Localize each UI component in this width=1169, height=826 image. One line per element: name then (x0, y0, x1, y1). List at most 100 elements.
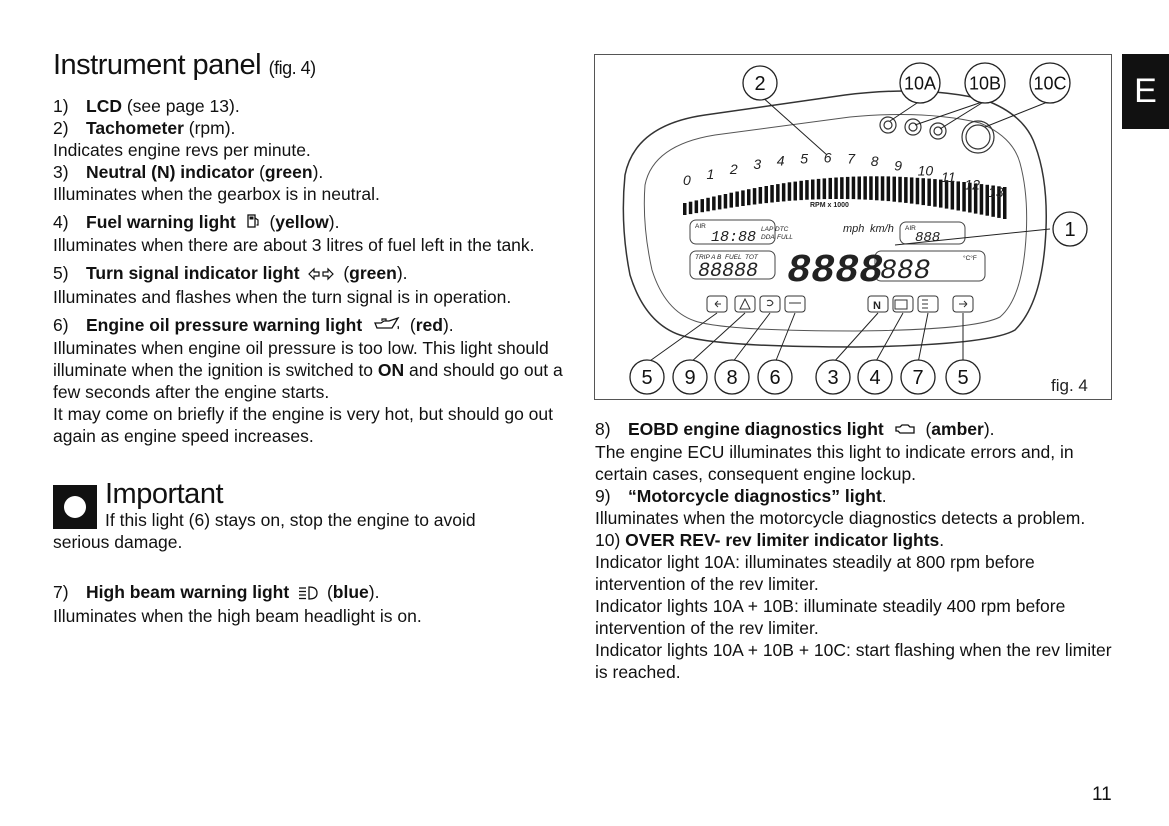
left-column: Instrument panel (fig. 4) 1)LCD (see pag… (53, 48, 583, 627)
tach-bar (851, 176, 856, 200)
tach-bar (1003, 187, 1007, 219)
svg-text:2: 2 (754, 73, 765, 95)
tach-bar (741, 190, 745, 206)
tach-bar (845, 176, 850, 200)
leader-line (889, 100, 921, 122)
callout-8: 8 (714, 359, 750, 395)
rev-limiter-lights (879, 116, 995, 154)
leader-line (759, 94, 828, 156)
svg-text:10C: 10C (1033, 73, 1066, 93)
item-description: Illuminates when there are about 3 litre… (53, 235, 535, 256)
right-column: 8)EOBD engine diagnostics light (amber).… (595, 418, 1120, 683)
tach-bar (886, 176, 891, 202)
important-icon (53, 485, 97, 530)
tach-number: 1 (707, 166, 715, 182)
tach-bar (904, 177, 908, 203)
panel-inner-outline (643, 114, 1028, 332)
tach-bar (787, 182, 792, 201)
list-item: 3)Neutral (N) indicator (green). (53, 162, 324, 182)
list-item: 9)“Motorcycle diagnostics” light. (595, 486, 887, 507)
rpm-label: RPM x 1000 (810, 202, 849, 209)
svg-text:N: N (873, 300, 881, 312)
svg-text:88888: 88888 (698, 260, 758, 283)
callout-6: 6 (757, 359, 793, 395)
callout-3: 3 (815, 359, 851, 395)
tach-bar (793, 181, 797, 201)
svg-text:LAP: LAP (761, 226, 774, 233)
callout-2: 2 (742, 65, 778, 101)
svg-text:5: 5 (957, 367, 968, 389)
item-description: Illuminates when the high beam headlight… (53, 605, 422, 626)
leader-line (774, 312, 796, 364)
tach-bar (857, 176, 861, 200)
tach-bar (683, 203, 687, 215)
item-description: It may come on briefly if the engine is … (53, 404, 553, 447)
turn-arrows-icon (308, 264, 335, 286)
svg-text:mph: mph (843, 223, 864, 235)
tach-bar (915, 177, 920, 205)
callout-10A: 10A (899, 62, 941, 104)
tach-bar (875, 176, 879, 201)
tach-bar (735, 191, 739, 207)
important-text: serious damage. (53, 532, 183, 553)
high-beam-icon (298, 583, 318, 605)
svg-text:°C°F: °C°F (963, 254, 977, 262)
svg-text:km/h: km/h (870, 223, 894, 235)
tach-bar (909, 177, 914, 204)
tach-bar (950, 180, 955, 210)
item-description: Illuminates when the gearbox is in neutr… (53, 184, 380, 204)
tach-bar (822, 178, 827, 200)
list-item: 2)Tachometer (rpm). (53, 118, 236, 138)
svg-text:FULL: FULL (777, 234, 793, 241)
svg-text:8: 8 (726, 367, 737, 389)
list-item: 4)Fuel warning light (yellow). (53, 211, 583, 234)
tach-bar (840, 177, 844, 199)
leader-line (917, 312, 929, 364)
svg-text:FUEL: FUEL (725, 254, 742, 261)
tach-number: 5 (800, 150, 808, 166)
tach-bar (962, 182, 966, 212)
svg-text:DDA: DDA (761, 234, 775, 241)
tach-bar (712, 196, 716, 211)
tach-bar (805, 180, 809, 200)
important-text: If this light (6) stays on, stop the eng… (105, 510, 476, 531)
tach-bar (944, 180, 949, 209)
tach-number: 8 (871, 153, 879, 169)
warning-lights (706, 295, 974, 313)
svg-text:888: 888 (880, 256, 930, 287)
callout-10B: 10B (964, 62, 1006, 104)
fuel-pump-icon (245, 212, 261, 234)
svg-text:18:88: 18:88 (711, 229, 756, 246)
tach-bar (921, 178, 925, 206)
tach-number: 3 (753, 156, 761, 172)
svg-text:8888: 8888 (787, 249, 883, 294)
item-description: Indicator light 10A: illuminates steadil… (595, 552, 1035, 595)
leader-line (689, 312, 746, 364)
item-description: Indicator lights 10A + 10B: illuminate s… (595, 596, 1066, 639)
tach-bar (892, 176, 896, 202)
leader-line (832, 312, 879, 364)
tach-bar (799, 180, 803, 201)
callout-5: 5 (945, 359, 981, 395)
svg-text:TOT: TOT (745, 254, 759, 261)
leader-line (939, 100, 986, 130)
svg-text:DTC: DTC (775, 226, 789, 233)
leader-line (914, 100, 986, 126)
callout-10C: 10C (1029, 62, 1071, 104)
svg-text:10A: 10A (904, 73, 936, 93)
list-item: 7)High beam warning light (blue). (53, 581, 583, 604)
leader-line (731, 312, 771, 364)
lcd-display (689, 219, 986, 282)
tach-bar (776, 184, 780, 202)
tach-bar (770, 185, 774, 203)
tach-bar (834, 177, 838, 199)
oil-can-icon (371, 315, 401, 337)
tach-bar (688, 201, 693, 215)
tach-bar (979, 184, 984, 215)
tach-bar (956, 181, 960, 211)
svg-text:AIR: AIR (695, 223, 706, 230)
figure-caption: fig. 4 (1051, 376, 1088, 395)
leader-line (874, 312, 904, 364)
svg-text:10B: 10B (969, 73, 1001, 93)
